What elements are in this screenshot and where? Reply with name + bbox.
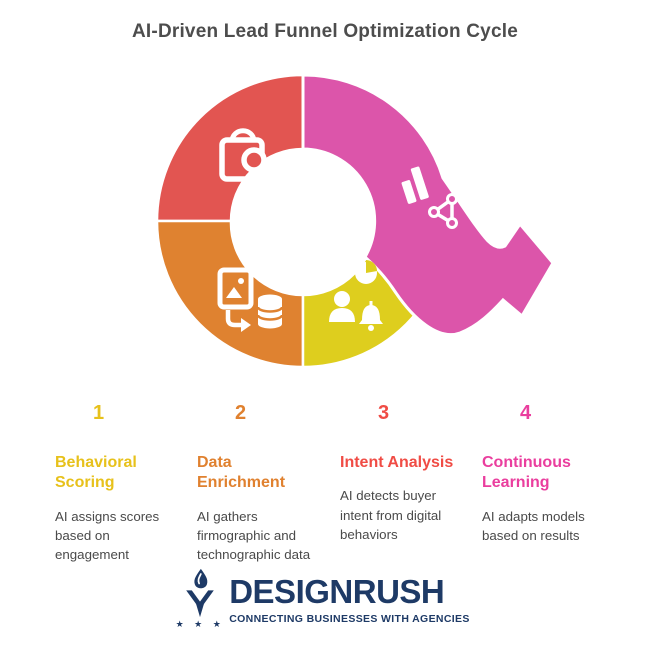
designrush-logo-mark: ★ ★ ★ (176, 568, 221, 629)
designrush-logo: ★ ★ ★ DESIGNRUSH CONNECTING BUSINESSES W… (0, 568, 650, 629)
step-continuous-learning: 4 Continuous Learning AI adapts models b… (482, 403, 614, 545)
step-number: 1 (93, 402, 105, 424)
bar-chart-network-icon (401, 166, 458, 229)
brand-name: DESIGNRUSH (229, 573, 445, 610)
logo-stars: ★ ★ ★ (175, 619, 225, 629)
user-pie-bell-icon (329, 260, 383, 331)
lead-funnel-cycle-diagram (155, 73, 555, 369)
step-description: AI adapts models based on results (482, 508, 585, 544)
segment-continuous-learning-arrow (301, 73, 555, 336)
step-description: AI detects buyer intent from digital beh… (340, 488, 442, 542)
step-number: 4 (520, 402, 532, 424)
step-title: Intent Analysis (340, 454, 454, 471)
step-title: Data Enrichment (197, 454, 286, 492)
step-number: 2 (235, 402, 247, 424)
brand-tagline: CONNECTING BUSINESSES WITH AGENCIES (229, 613, 470, 625)
step-description: AI gathers firmographic and technographi… (197, 508, 311, 563)
segment-intent-analysis (155, 73, 305, 223)
step-title: Continuous Learning (482, 454, 571, 492)
file-to-database-icon (217, 267, 284, 332)
step-intent-analysis: 3 Intent Analysis AI detects buyer inten… (340, 403, 472, 544)
torch-chevron-icon (186, 568, 215, 618)
page-title: AI-Driven Lead Funnel Optimization Cycle (132, 21, 518, 42)
step-behavioral-scoring: 1 Behavioral Scoring AI assigns scores b… (55, 403, 187, 565)
step-data-enrichment: 2 Data Enrichment AI gathers firmographi… (197, 403, 329, 565)
shopping-bag-magnifier-icon (219, 128, 275, 182)
step-description: AI assigns scores based on engagement (55, 508, 160, 563)
step-title: Behavioral Scoring (55, 454, 137, 492)
step-number: 3 (378, 402, 390, 424)
